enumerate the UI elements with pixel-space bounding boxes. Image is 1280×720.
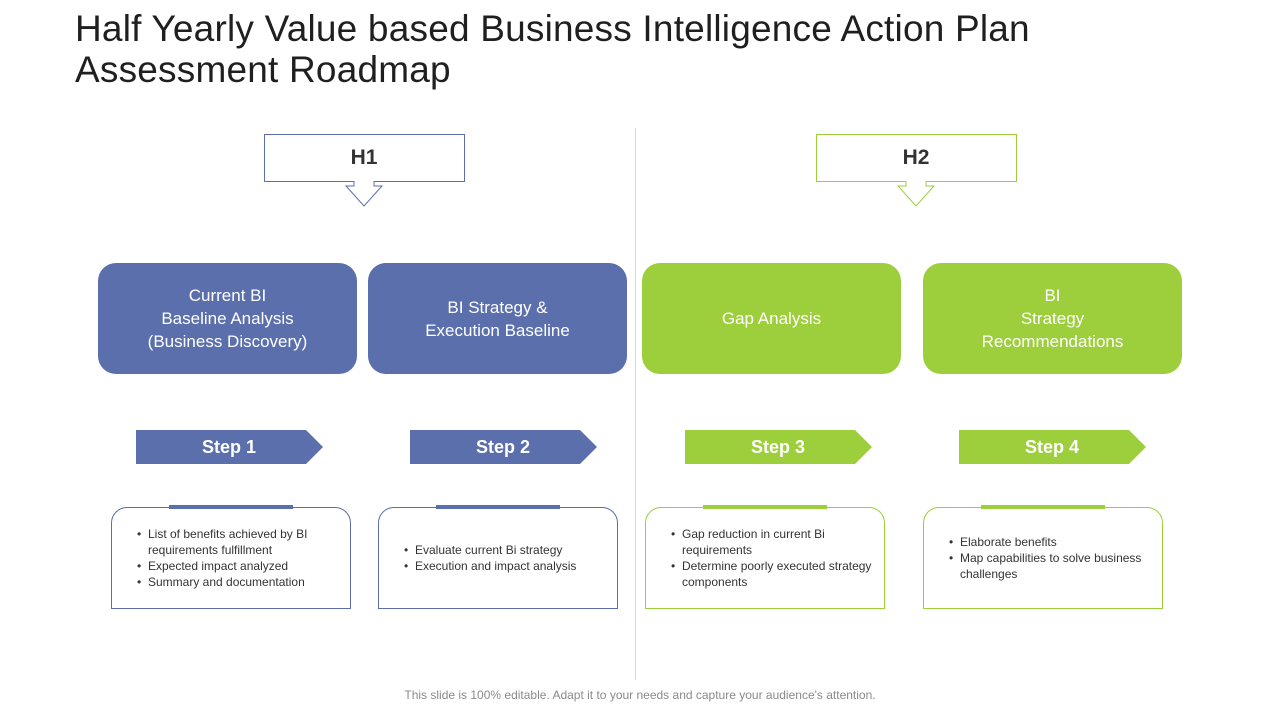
phase-1-line-3: (Business Discovery): [147, 332, 308, 351]
step-3-label: Step 3: [750, 436, 806, 457]
phase-4-line-3: Recommendations: [981, 332, 1124, 351]
step-2-arrow-shape: [410, 430, 597, 464]
h1-label: H1: [350, 146, 378, 169]
phase-1-line-2: Baseline Analysis: [161, 309, 294, 328]
list-item: Determine poorly executed strategy compo…: [671, 558, 884, 590]
step-4-arrow-shape: [959, 430, 1146, 464]
step-1-arrow: Step 1: [136, 430, 324, 464]
list-item: List of benefits achieved by BI requirem…: [137, 526, 350, 558]
list-item: Execution and impact analysis: [404, 558, 617, 574]
step-1-arrow-shape: [136, 430, 323, 464]
footer-note: This slide is 100% editable. Adapt it to…: [404, 688, 876, 702]
card-2-accent-bar: [436, 505, 560, 509]
h1-callout: H1: [264, 134, 465, 207]
h2-label: H2: [902, 146, 930, 169]
half-divider: [635, 128, 636, 680]
step-1-bullet-list: List of benefits achieved by BI requirem…: [112, 526, 350, 590]
h2-callout-shape: [816, 134, 1017, 207]
list-item: Summary and documentation: [137, 574, 350, 590]
h2-callout: H2: [816, 134, 1017, 207]
card-1-accent-bar: [169, 505, 293, 509]
card-4-accent-bar: [981, 505, 1105, 509]
phase-box-gap-analysis: Gap Analysis: [642, 263, 901, 374]
step-4-arrow: Step 4: [959, 430, 1147, 464]
phase-1-line-1: Current BI: [188, 286, 267, 305]
phase-4-line-2: Strategy: [1020, 309, 1085, 328]
list-item: Gap reduction in current Bi requirements: [671, 526, 884, 558]
list-item: Elaborate benefits: [949, 534, 1162, 550]
step-2-bullet-list: Evaluate current Bi strategy Execution a…: [379, 542, 617, 574]
step-3-arrow: Step 3: [685, 430, 873, 464]
step-4-bullet-list: Elaborate benefits Map capabilities to s…: [924, 534, 1162, 582]
step-2-arrow: Step 2: [410, 430, 598, 464]
card-3-accent-bar: [703, 505, 827, 509]
step-3-arrow-shape: [685, 430, 872, 464]
list-item: Evaluate current Bi strategy: [404, 542, 617, 558]
phase-2-line-2: Execution Baseline: [425, 320, 570, 340]
phase-3-line-1: Gap Analysis: [721, 309, 822, 328]
step-3-bullet-list: Gap reduction in current Bi requirements…: [646, 526, 884, 590]
step-4-label: Step 4: [1024, 436, 1080, 457]
phase-2-line-1: BI Strategy &: [447, 297, 548, 317]
step-1-details-card: List of benefits achieved by BI requirem…: [111, 505, 351, 609]
step-1-label: Step 1: [201, 436, 257, 457]
list-item: Map capabilities to solve business chall…: [949, 550, 1162, 582]
step-2-label: Step 2: [475, 436, 531, 457]
slide-title: Half Yearly Value based Business Intelli…: [75, 8, 1030, 90]
step-4-details-card: Elaborate benefits Map capabilities to s…: [923, 505, 1163, 609]
phase-box-bi-strategy-recommendations: BI Strategy Recommendations: [923, 263, 1182, 374]
list-item: Expected impact analyzed: [137, 558, 350, 574]
phase-4-line-1: BI: [1044, 286, 1061, 305]
step-2-details-card: Evaluate current Bi strategy Execution a…: [378, 505, 618, 609]
phase-box-bi-strategy-execution: BI Strategy & Execution Baseline: [368, 263, 627, 374]
phase-box-current-bi-baseline: Current BI Baseline Analysis (Business D…: [98, 263, 357, 374]
step-3-details-card: Gap reduction in current Bi requirements…: [645, 505, 885, 609]
h1-callout-shape: [264, 134, 465, 207]
